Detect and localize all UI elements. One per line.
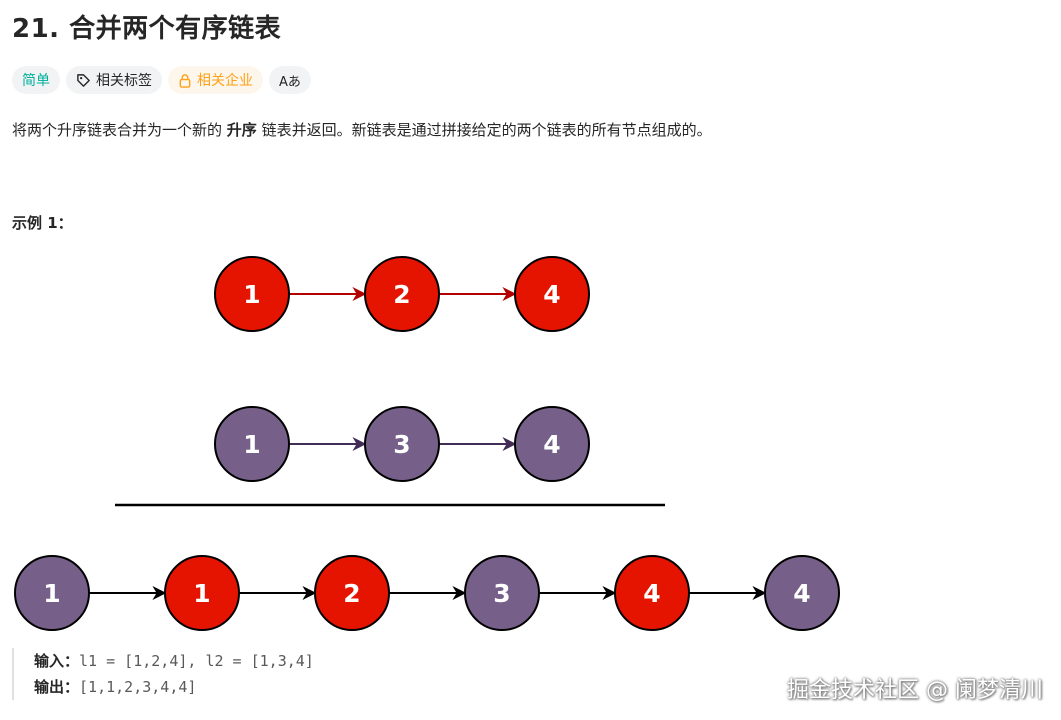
merged-node-3: 3: [464, 555, 540, 631]
linked-list-diagram: 1 2 4 1 3 4 1 1 2 3 4 4: [14, 256, 840, 631]
merged-node-0-label: 1: [43, 579, 60, 608]
problem-title: 21. 合并两个有序链表: [12, 14, 282, 44]
tag-icon: [76, 73, 91, 88]
list1-node-0-circle: [214, 256, 290, 332]
list2-node-0: 1: [214, 406, 290, 482]
merged-node-1: 1: [164, 555, 240, 631]
merged-node-4: 4: [614, 555, 690, 631]
list1-node-2-circle: [514, 256, 590, 332]
merged-node-3-label: 3: [493, 579, 510, 608]
merged-node-5-circle: [764, 555, 840, 631]
related-companies-label: 相关企业: [197, 73, 253, 89]
merged-node-5: 4: [764, 555, 840, 631]
merged-node-5-label: 4: [793, 579, 810, 608]
merged-node-4-label: 4: [643, 579, 660, 608]
related-tags-button[interactable]: 相关标签: [66, 66, 162, 94]
problem-description: 将两个升序链表合并为一个新的 升序 链表并返回。新链表是通过拼接给定的两个链表的…: [12, 119, 712, 140]
merged-node-4-circle: [614, 555, 690, 631]
merged-node-1-circle: [164, 555, 240, 631]
merged-node-2-label: 2: [343, 579, 360, 608]
difficulty-badge[interactable]: 简单: [12, 66, 60, 94]
list2-node-2-circle: [514, 406, 590, 482]
description-text-2: 链表并返回。新链表是通过拼接给定的两个链表的所有节点组成的。: [256, 121, 712, 139]
tag-bar: 简单 相关标签 相关企业 Aあ: [12, 66, 311, 94]
difficulty-label: 简单: [22, 73, 50, 89]
lock-icon: [178, 73, 192, 88]
list2-node-1-circle: [364, 406, 440, 482]
related-companies-button[interactable]: 相关企业: [168, 66, 263, 94]
input-line: 输入：l1 = [1,2,4], l2 = [1,3,4]: [34, 648, 314, 674]
input-value: l1 = [1,2,4], l2 = [1,3,4]: [79, 652, 314, 670]
list2-node-2-label: 4: [543, 430, 560, 459]
list1-node-0-label: 1: [243, 280, 260, 309]
example-title: 示例 1：: [12, 214, 73, 232]
list2-node-1: 3: [364, 406, 440, 482]
merged-node-2: 2: [314, 555, 390, 631]
merged-node-3-circle: [464, 555, 540, 631]
list1-node-2-label: 4: [543, 280, 560, 309]
translate-button[interactable]: Aあ: [269, 66, 311, 94]
list2-node-0-label: 1: [243, 430, 260, 459]
merged-node-1-label: 1: [193, 579, 210, 608]
example-io: 输入：l1 = [1,2,4], l2 = [1,3,4] 输出：[1,1,2,…: [12, 648, 314, 700]
merged-node-2-circle: [314, 555, 390, 631]
related-tags-label: 相关标签: [96, 73, 152, 89]
output-label: 输出：: [34, 678, 80, 696]
list2-node-0-circle: [214, 406, 290, 482]
watermark: 掘金技术社区 @ 阑梦清川: [787, 678, 1043, 703]
merged-node-0: 1: [14, 555, 90, 631]
list1-node-1-circle: [364, 256, 440, 332]
list2-node-1-label: 3: [393, 430, 410, 459]
output-value: [1,1,2,3,4,4]: [79, 678, 197, 696]
list2-node-2: 4: [514, 406, 590, 482]
merged-node-0-circle: [14, 555, 90, 631]
description-bold: 升序: [226, 121, 257, 139]
list1-node-1: 2: [364, 256, 440, 332]
description-text-1: 将两个升序链表合并为一个新的: [12, 121, 227, 139]
list1-node-0: 1: [214, 256, 290, 332]
output-line: 输出：[1,1,2,3,4,4]: [34, 674, 314, 700]
list1-node-2: 4: [514, 256, 590, 332]
translate-icon: Aあ: [279, 74, 301, 90]
list1-node-1-label: 2: [393, 280, 410, 309]
input-label: 输入：: [34, 652, 80, 670]
